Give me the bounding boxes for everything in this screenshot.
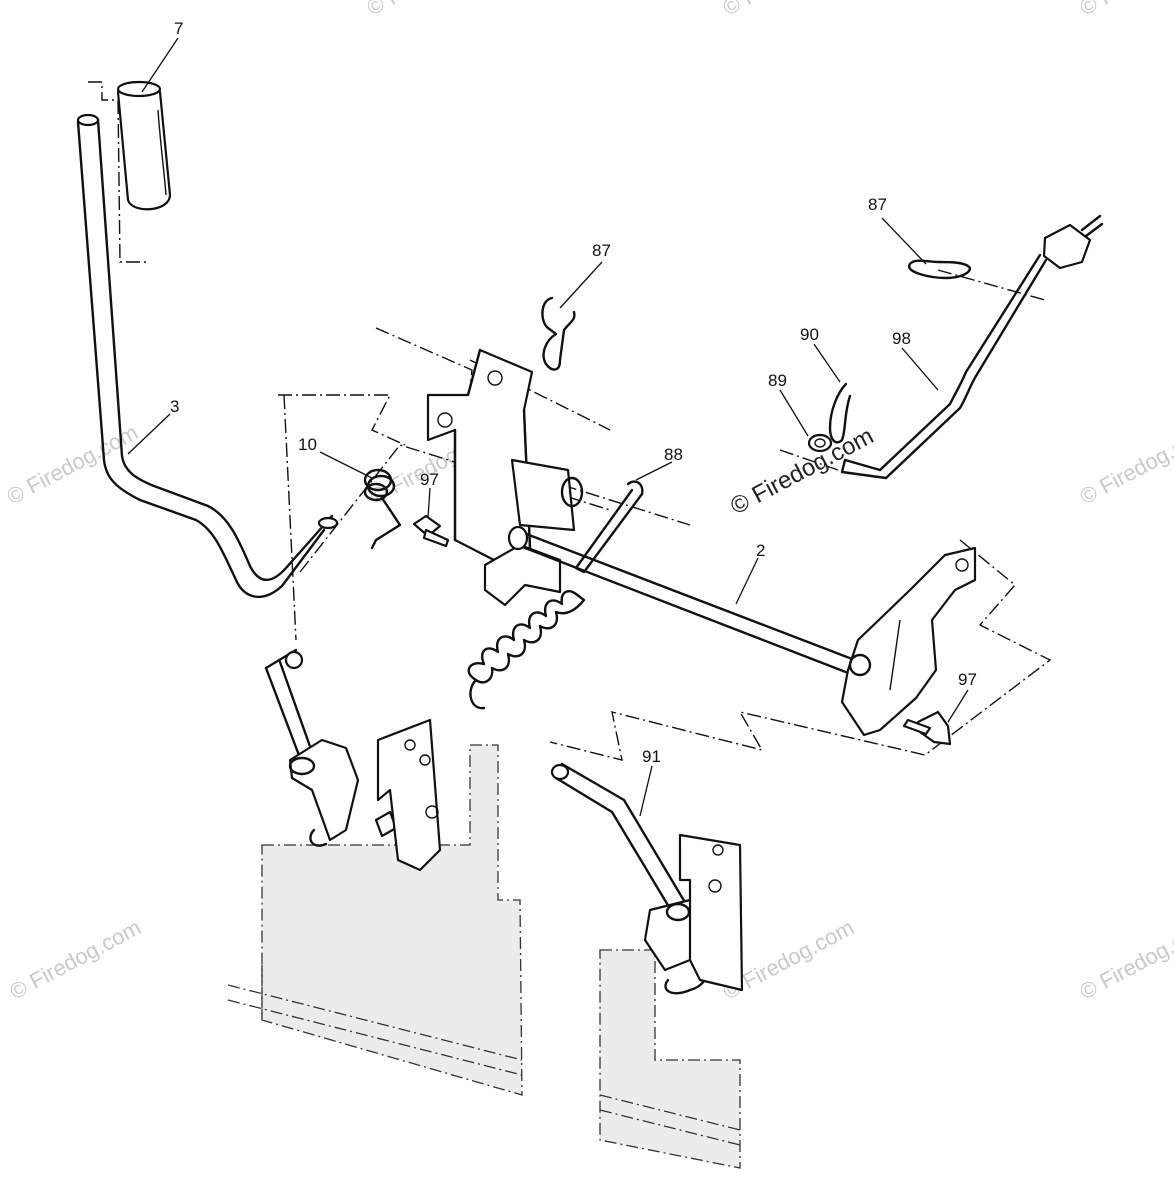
callout-97: 97	[420, 470, 439, 489]
callout-98: 98	[892, 329, 911, 348]
deck-hanger-right	[678, 833, 744, 992]
watermark: © Firedog.com	[363, 0, 502, 20]
torsion-spring	[363, 468, 402, 550]
hairpin-clip	[541, 296, 576, 371]
callout-3: 3	[170, 397, 179, 416]
callout-91: 91	[642, 747, 661, 766]
watermark: © Firedog.com	[6, 914, 145, 1004]
callout-10: 10	[298, 435, 317, 454]
extension-spring	[467, 590, 586, 710]
callout-88: 88	[664, 445, 683, 464]
mower-deck-outline	[227, 744, 741, 1169]
callout-2: 2	[756, 541, 765, 560]
lift-spring-hook	[574, 480, 644, 574]
leader-lines	[127, 37, 969, 817]
hairpin-clip	[907, 259, 972, 280]
watermark: © Firedog.com	[1076, 0, 1174, 20]
callout-87: 87	[592, 241, 611, 260]
flat-washer	[807, 433, 833, 453]
watermark: © Firedog.com	[719, 0, 858, 20]
callout-87: 87	[868, 195, 887, 214]
lift-handle-rod	[76, 113, 339, 599]
watermark: © Firedog.com	[1076, 914, 1174, 1004]
lift-link-left	[264, 648, 398, 847]
lift-shaft	[507, 525, 862, 678]
lift-bracket	[426, 348, 584, 607]
adjustment-rod	[840, 214, 1104, 480]
watermark-dark: © Firedog.com	[726, 422, 878, 520]
watermark: © Firedog.com	[1076, 419, 1174, 509]
shoulder-bolt	[412, 514, 450, 548]
callout-90: 90	[800, 325, 819, 344]
callout-89: 89	[768, 371, 787, 390]
deck-hanger-left	[376, 718, 442, 872]
callout-97: 97	[958, 670, 977, 689]
callout-7: 7	[174, 19, 183, 38]
shoulder-bolt	[902, 710, 952, 746]
watermarks: © Firedog.com © Firedog.com © Firedog.co…	[3, 0, 1174, 1004]
handle-grip	[116, 80, 172, 211]
hairpin-clip-small	[828, 382, 852, 444]
lift-arm-right	[840, 546, 977, 737]
callout-numbers: 7 3 10 97 87 88 2 87 90 98 89 97 91	[170, 19, 977, 766]
